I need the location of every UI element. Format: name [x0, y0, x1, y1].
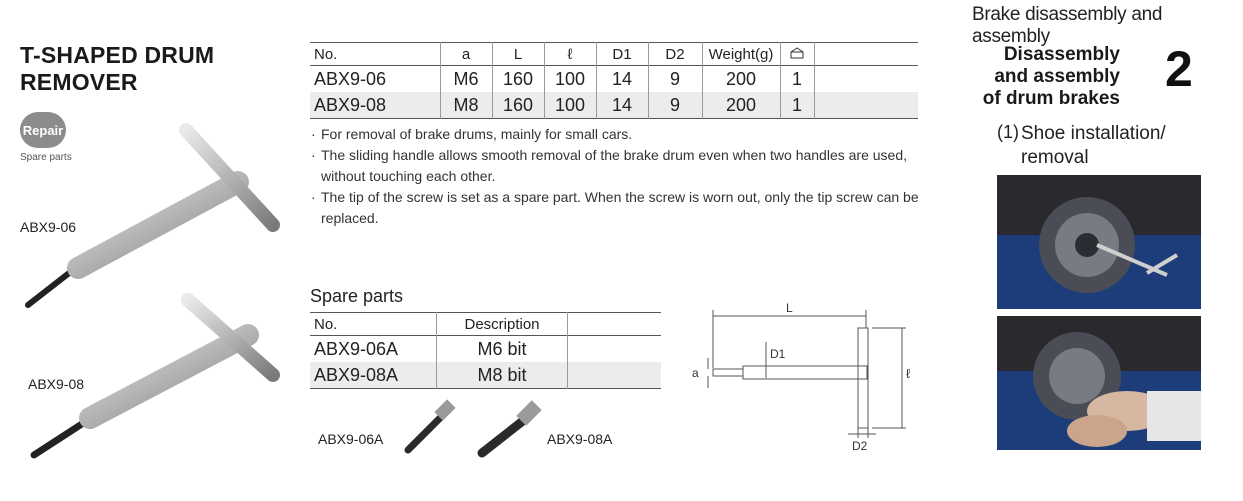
col-D2: D2 — [648, 42, 703, 66]
cell: 9 — [648, 92, 703, 119]
note-item: The sliding handle allows smooth removal… — [310, 145, 930, 187]
dim-a-label: a — [692, 366, 699, 380]
cell: 14 — [596, 65, 649, 92]
cell — [814, 92, 918, 119]
product-title: T-SHAPED DRUM REMOVER — [20, 42, 214, 96]
cell: 100 — [544, 92, 597, 119]
product-title-line2: REMOVER — [20, 69, 138, 95]
col-extra — [568, 313, 662, 336]
cell — [568, 336, 662, 363]
col-L: L — [492, 42, 545, 66]
cell: 160 — [492, 92, 545, 119]
spec-table: No. a L ℓ D1 D2 Weight(g) ABX9-06 M6 160… — [310, 42, 918, 119]
cell: 1 — [780, 65, 815, 92]
tool-label-abx9-06: ABX9-06 — [20, 219, 77, 235]
table-row: ABX9-06A M6 bit — [310, 335, 662, 363]
spare-parts-table: No. Description ABX9-06A M6 bit ABX9-08A… — [310, 312, 661, 389]
cell — [814, 66, 918, 93]
repair-badge: Repair — [20, 112, 66, 148]
abx9-08a-bit-image — [477, 400, 542, 458]
cell: 9 — [648, 65, 703, 92]
col-D1: D1 — [596, 42, 649, 66]
chapter-title: Disassembly and assembly of drum brakes — [968, 44, 1120, 110]
cell: M6 — [440, 65, 493, 92]
col-l: ℓ — [544, 42, 597, 66]
dim-L-label: L — [786, 301, 793, 315]
cell: ABX9-08A — [310, 362, 437, 389]
box-quantity-icon — [790, 46, 804, 58]
cell: M6 bit — [436, 335, 568, 362]
note-item: The tip of the screw is set as a spare p… — [310, 187, 930, 229]
cell: 14 — [596, 92, 649, 119]
subsection-number: (1) — [997, 122, 1019, 142]
brake-photo-2 — [997, 316, 1201, 450]
cell: 100 — [544, 65, 597, 92]
cell: 200 — [702, 92, 781, 119]
cell: ABX9-06A — [310, 335, 437, 362]
cell: 200 — [702, 65, 781, 92]
spare-table-header: No. Description — [310, 312, 662, 336]
dim-D1-label: D1 — [770, 347, 786, 361]
abx9-06-tool-image — [25, 123, 280, 308]
note-item: For removal of brake drums, mainly for s… — [310, 124, 930, 145]
col-extra — [814, 43, 918, 66]
subsection-title: Shoe installation/ removal — [1021, 122, 1166, 170]
col-no: No. — [310, 312, 437, 336]
cell: ABX9-06 — [310, 65, 441, 92]
col-weight: Weight(g) — [702, 42, 781, 66]
dim-D2-label: D2 — [852, 439, 868, 453]
col-qty — [780, 42, 815, 66]
product-title-line1: T-SHAPED DRUM — [20, 42, 215, 68]
spec-table-header: No. a L ℓ D1 D2 Weight(g) — [310, 42, 918, 66]
cell: 1 — [780, 92, 815, 119]
brake-photo-1 — [997, 175, 1201, 309]
abx9-08-tool-image — [30, 293, 280, 459]
badge-subtitle: Spare parts — [20, 152, 72, 163]
cell: M8 bit — [436, 362, 568, 389]
subsection-title-line2: removal — [1021, 147, 1089, 168]
col-a: a — [440, 42, 493, 66]
cell: ABX9-08 — [310, 92, 441, 119]
spare-parts-title: Spare parts — [310, 286, 404, 306]
cell — [568, 362, 662, 389]
cell: 160 — [492, 65, 545, 92]
chapter-title-line1: Disassembly — [1003, 44, 1120, 65]
subsection-title-line1: Shoe installation/ — [1021, 123, 1166, 144]
table-row: ABX9-06 M6 160 100 14 9 200 1 — [310, 65, 918, 93]
dimension-diagram: L D1 a ℓ D2 — [692, 301, 911, 453]
section-header: Brake disassembly and assembly — [972, 4, 1163, 47]
tool-label-abx9-08: ABX9-08 — [28, 376, 85, 392]
chapter-title-line3: of drum brakes — [982, 88, 1120, 109]
dim-l-label: ℓ — [906, 366, 911, 381]
abx9-06a-bit-image — [404, 399, 456, 454]
col-description: Description — [436, 312, 568, 336]
cell: M8 — [440, 92, 493, 119]
t-wrench-illustration — [25, 123, 280, 459]
spare-bits-illustration — [404, 399, 542, 458]
bit-label-abx9-06a: ABX9-06A — [318, 431, 384, 447]
col-no: No. — [310, 42, 441, 66]
table-row: ABX9-08 M8 160 100 14 9 200 1 — [310, 92, 918, 119]
chapter-number: 2 — [1165, 41, 1193, 97]
feature-notes: For removal of brake drums, mainly for s… — [310, 124, 930, 229]
bit-label-abx9-08a: ABX9-08A — [547, 431, 613, 447]
table-row: ABX9-08A M8 bit — [310, 362, 661, 389]
chapter-title-line2: and assembly — [994, 66, 1120, 87]
